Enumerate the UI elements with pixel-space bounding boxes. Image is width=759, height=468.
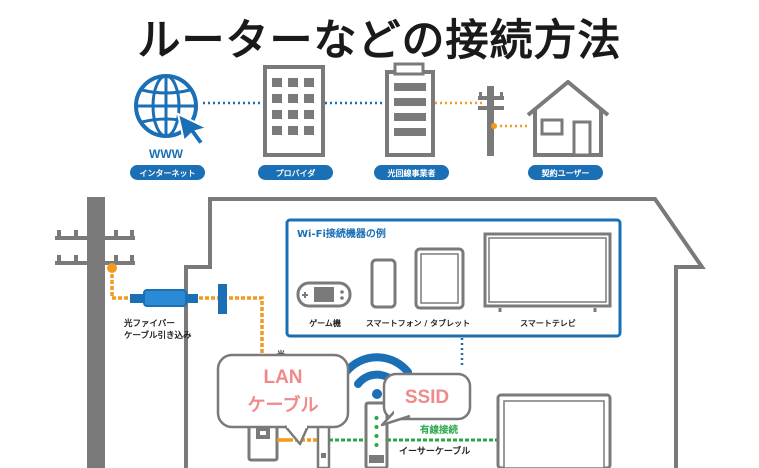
ethernet-cable-label: イーサーケーブル <box>399 445 470 457</box>
callout-lan-line2: ケーブル <box>248 394 319 416</box>
fiber-label-line2: ケーブル引き込み <box>124 330 192 341</box>
lan-cable-callout: LAN ケーブル <box>216 353 350 446</box>
device-label-tv: スマートテレビ <box>520 318 576 328</box>
fiber-cable <box>110 268 140 300</box>
pill-provider: プロバイダ <box>258 165 333 180</box>
fiber-connector-icon <box>130 289 198 307</box>
device-label-phone-tablet: スマートフォン / タブレット <box>366 318 470 328</box>
fiber-label-line1: 光ファイバー <box>123 318 175 329</box>
callout-ssid: SSID <box>405 387 449 408</box>
large-utility-pole-icon <box>55 197 135 468</box>
home-icon <box>526 80 610 157</box>
game-console-icon <box>296 281 352 308</box>
house-outline <box>184 197 706 468</box>
callout-lan-line1: LAN <box>263 367 302 388</box>
pill-provider-label: プロバイダ <box>276 168 316 178</box>
fiber-connector-dot <box>107 263 117 273</box>
wired-connection-label: 有線接続 <box>420 424 459 436</box>
smart-tv-icon <box>483 232 612 312</box>
device-label-game: ゲーム機 <box>309 318 341 328</box>
pill-internet: インターネット <box>130 165 205 180</box>
smartphone-icon <box>370 258 397 309</box>
pill-carrier-label: 光回線事業者 <box>387 168 436 178</box>
pc-monitor-icon <box>496 393 612 468</box>
router-icon <box>364 401 389 468</box>
wall-entry-port <box>218 284 227 314</box>
wifi-box-title: Wi-Fi接続機器の例 <box>297 227 386 240</box>
www-text: WWW <box>149 147 184 161</box>
pill-user-label: 契約ユーザー <box>541 168 590 178</box>
globe-cursor-icon <box>134 74 210 147</box>
page-title: ルーターなどの接続方法 <box>137 16 622 66</box>
ssid-callout: SSID <box>380 372 472 427</box>
pill-internet-label: インターネット <box>140 168 196 178</box>
pill-carrier: 光回線事業者 <box>374 165 449 180</box>
pill-user: 契約ユーザー <box>528 165 603 180</box>
tablet-icon <box>414 247 465 310</box>
provider-building-icon <box>263 65 325 157</box>
utility-pole-icon <box>478 86 504 156</box>
carrier-building-icon <box>385 62 435 157</box>
